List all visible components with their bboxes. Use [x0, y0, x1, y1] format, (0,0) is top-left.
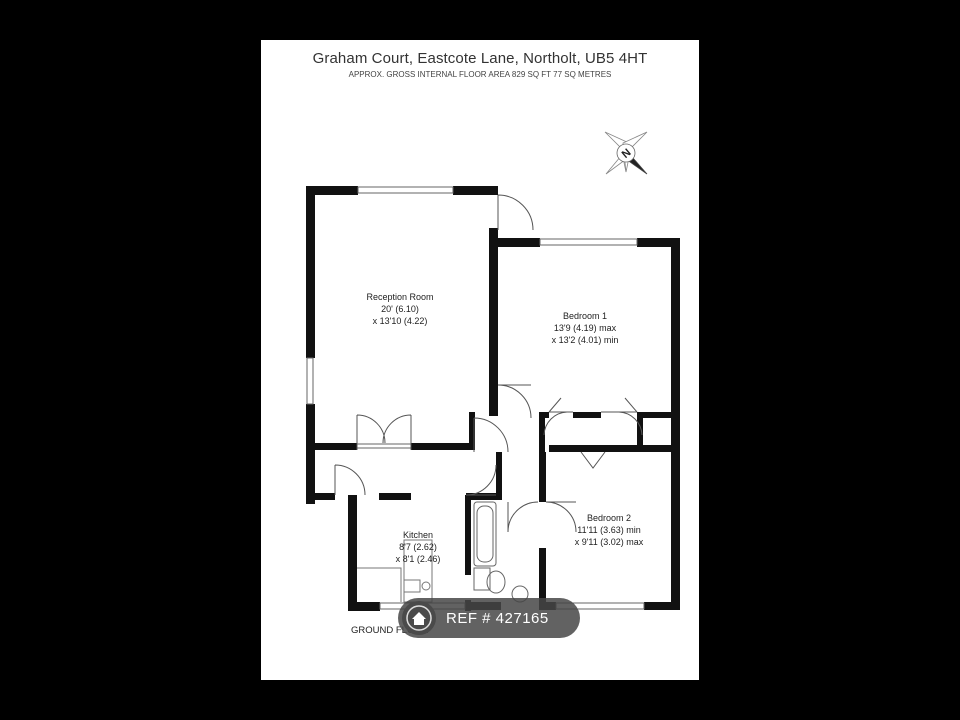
room-label-kitchen: Kitchen 8'7 (2.62) x 8'1 (2.46)	[396, 530, 441, 564]
plan-subtitle: APPROX. GROSS INTERNAL FLOOR AREA 829 SQ…	[348, 70, 612, 79]
svg-text:Reception Room: Reception Room	[366, 292, 433, 302]
svg-text:11'11 (3.63) min: 11'11 (3.63) min	[577, 525, 640, 535]
svg-text:x 8'1 (2.46): x 8'1 (2.46)	[396, 554, 441, 564]
svg-text:8'7 (2.62): 8'7 (2.62)	[399, 542, 437, 552]
door-swings	[334, 194, 643, 533]
room-label-bedroom2: Bedroom 2 11'11 (3.63) min x 9'11 (3.02)…	[575, 513, 644, 547]
room-label-reception: Reception Room 20' (6.10) x 13'10 (4.22)	[366, 292, 433, 326]
svg-text:x 13'10 (4.22): x 13'10 (4.22)	[373, 316, 428, 326]
bathroom-fixtures	[473, 501, 529, 603]
reference-badge[interactable]: REF # 427165	[398, 598, 580, 638]
reference-number: REF # 427165	[446, 609, 549, 627]
plan-title: Graham Court, Eastcote Lane, Northolt, U…	[312, 50, 648, 67]
floor-label: GROUND FLOOR	[351, 625, 429, 636]
svg-text:Bedroom 1: Bedroom 1	[563, 311, 607, 321]
room-label-bedroom1: Bedroom 1 13'9 (4.19) max x 13'2 (4.01) …	[552, 311, 619, 345]
svg-text:x 13'2 (4.01) min: x 13'2 (4.01) min	[552, 335, 619, 345]
home-icon	[402, 601, 436, 635]
compass-icon: N	[604, 131, 648, 175]
svg-text:Kitchen: Kitchen	[403, 530, 433, 540]
svg-text:13'9 (4.19) max: 13'9 (4.19) max	[554, 323, 617, 333]
svg-text:x 9'11 (3.02) max: x 9'11 (3.02) max	[575, 537, 644, 547]
svg-text:20' (6.10): 20' (6.10)	[381, 304, 419, 314]
floor-plan-sheet: Graham Court, Eastcote Lane, Northolt, U…	[261, 40, 699, 680]
svg-text:Bedroom 2: Bedroom 2	[587, 513, 631, 523]
floor-plan-diagram: N	[306, 131, 680, 636]
